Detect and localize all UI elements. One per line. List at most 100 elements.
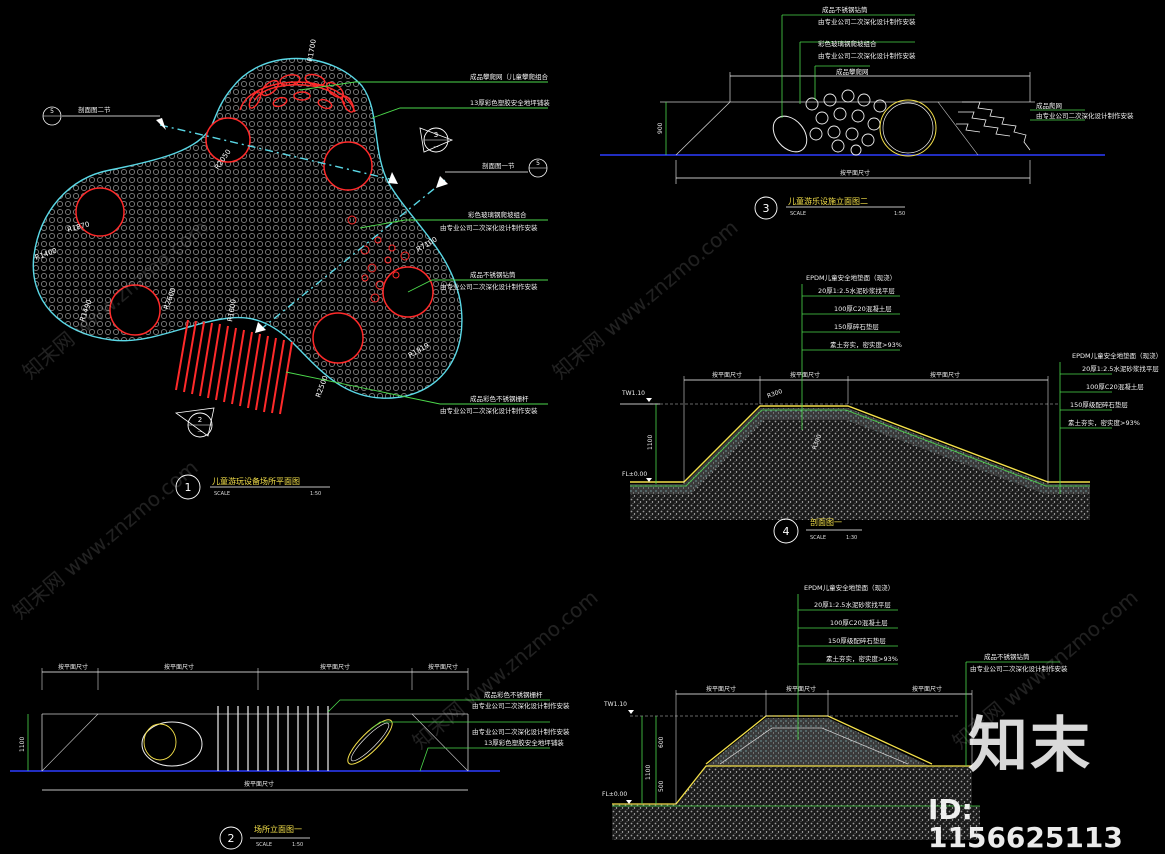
layer-note: EPDM儿童安全地垫面（现浇）	[804, 583, 894, 592]
plan-note: 13厚彩色塑胶安全地坪铺装	[470, 98, 550, 107]
tube-holes	[75, 117, 434, 364]
parallel-bars	[175, 319, 293, 415]
tube-hole	[75, 187, 125, 237]
layer-note: 20厚1:2.5水泥砂浆找平层	[1082, 364, 1159, 373]
section5-note: 成品不锈钢钻筒	[984, 652, 1030, 661]
watermark-text: 知末网 www.znzmo.com	[8, 455, 203, 624]
scale-value: 1:30	[846, 535, 857, 541]
section4-dim: 按平面尺寸	[712, 371, 742, 379]
scale-value: 1:50	[310, 491, 321, 497]
layer-note: 100厚C20混凝土层	[1086, 382, 1144, 391]
drawing-title: 场所立面图一	[254, 824, 302, 834]
drawing-number: 2	[228, 832, 235, 845]
plan-drawing-1: 5 剖面图二节 5 剖面图一节 3 — 2 — R170	[32, 39, 550, 500]
elev2-dim: 按平面尺寸	[58, 663, 88, 671]
drawing-title-1: 1 儿童游玩设备场所平面图 SCALE 1:50	[175, 474, 330, 500]
scale-label: SCALE	[256, 842, 272, 848]
brand-watermark: 知末	[968, 711, 1092, 781]
section5-height: 600	[658, 736, 665, 748]
plan-note: 成品彩色不锈钢栅杆	[470, 394, 529, 403]
scale-label: SCALE	[810, 535, 826, 541]
drawing-title: 剖面图一	[810, 517, 842, 527]
elev3-note: 由专业公司二次深化设计制作安装	[818, 17, 916, 26]
section-mark-number: 5	[536, 160, 540, 167]
height-dim: 900	[657, 122, 664, 134]
plan-note: 彩色玻璃钢爬坡组合	[468, 210, 527, 219]
elev2-dim: 按平面尺寸	[428, 663, 458, 671]
tw-level: TW1.10	[603, 701, 627, 708]
section4-dim: 按平面尺寸	[790, 371, 820, 379]
section4-dim: 按平面尺寸	[930, 371, 960, 379]
section5-dim: 按平面尺寸	[706, 685, 736, 693]
layer-note: 20厚1:2.5水泥砂浆找平层	[814, 600, 891, 609]
section5-height: 1100	[645, 765, 652, 780]
elev3-note: 成品攀爬网	[836, 67, 869, 76]
tube-hole	[205, 117, 251, 163]
tube-hole	[109, 284, 161, 336]
climbing-holds	[347, 215, 410, 303]
layer-note: 素土夯实，密实度>93%	[830, 340, 902, 349]
layer-note: EPDM儿童安全地垫面（现浇）	[1072, 351, 1162, 360]
scale-value: 1:50	[894, 211, 905, 217]
elev2-bottom-dim: 按平面尺寸	[244, 780, 274, 788]
fl-level: FL±0.00	[602, 791, 627, 798]
drawing-number: 3	[763, 202, 770, 215]
layer-note: 150厚级配碎石垫层	[1070, 400, 1128, 409]
elev3-note: 彩色玻璃钢爬坡组合	[818, 39, 877, 48]
plan-note: 成品不锈钢钻筒	[470, 270, 516, 279]
drawing-title-2: 2 场所立面图一 SCALE 1:50	[219, 824, 310, 850]
climbing-net	[239, 73, 356, 113]
section4-height: 1100	[647, 435, 654, 450]
section5-dim: 按平面尺寸	[912, 685, 942, 693]
layer-note: 100厚C20混凝土层	[830, 618, 888, 627]
section-line-a	[159, 124, 395, 181]
elev2-note: 由专业公司二次深化设计制作安装	[472, 701, 570, 710]
elevation-drawing-2: 按平面尺寸 按平面尺寸 按平面尺寸 按平面尺寸 按平面尺寸 1100 成品彩色不…	[10, 663, 570, 850]
watermark-text: 知末网 www.znzmo.com	[548, 215, 743, 384]
plan-note: 成品攀爬网（儿童攀爬组合	[470, 72, 549, 81]
section-drawing-4: 按平面尺寸 按平面尺寸 按平面尺寸 1100 TW1.10 FL±0.00 R3…	[620, 273, 1162, 544]
elev2-dim: 按平面尺寸	[164, 663, 194, 671]
elev2-note: 由专业公司二次深化设计制作安装	[472, 727, 570, 736]
elev3-note: 成品不锈钢钻筒	[822, 5, 868, 14]
layer-note: 素土夯实，密实度>93%	[1068, 418, 1140, 427]
elev2-height: 1100	[19, 737, 26, 752]
svg-text:—: —	[198, 429, 203, 435]
section5-note: 由专业公司二次深化设计制作安装	[970, 664, 1068, 673]
drawing-title-3: 3 儿童游乐设施立面图二 SCALE 1:50	[754, 196, 905, 220]
section-mark-number: 5	[50, 108, 54, 115]
section-line-b	[259, 179, 446, 331]
drawing-number: 4	[783, 525, 790, 538]
radius-label: R1600	[226, 299, 238, 323]
radius-label: R300	[766, 388, 783, 400]
drawing-title: 儿童游乐设施立面图二	[788, 196, 868, 206]
tube-hole	[323, 141, 373, 191]
elev3-note: 由专业公司二次深化设计制作安装	[818, 51, 916, 60]
layer-note: 150厚碎石垫层	[834, 322, 879, 331]
layer-note: 素土夯实，密实度>93%	[826, 654, 898, 663]
elev2-note: 成品彩色不锈钢栅杆	[484, 690, 543, 699]
image-id-label: ID: 1156625113	[928, 793, 1123, 854]
svg-text:—: —	[434, 144, 439, 150]
drawing-number: 1	[185, 481, 192, 494]
radius-label: R1700	[306, 39, 318, 63]
section-mark-label: 剖面图一节	[482, 161, 515, 170]
section-mark-label: 剖面图二节	[78, 105, 111, 114]
elev3-note: 由专业公司二次深化设计制作安装	[1036, 111, 1134, 120]
elevation-mark-number: 3	[434, 131, 438, 139]
elevation-mark-3: 3 —	[419, 127, 454, 153]
drawing-title: 儿童游玩设备场所平面图	[212, 476, 300, 486]
radius-label: R300	[811, 433, 823, 450]
drawing-title-4: 4 剖面图一 SCALE 1:30	[773, 517, 862, 544]
elev3-note: 成品爬网	[1036, 101, 1062, 110]
layer-note: 150厚级配碎石垫层	[828, 636, 886, 645]
elev2-dim: 按平面尺寸	[320, 663, 350, 671]
section5-height: 500	[658, 780, 665, 792]
plan-note: 由专业公司二次深化设计制作安装	[440, 406, 538, 415]
plan-note: 由专业公司二次深化设计制作安装	[440, 223, 538, 232]
layer-note: 100厚C20混凝土层	[834, 304, 892, 313]
section5-dim: 按平面尺寸	[786, 685, 816, 693]
layer-note: 20厚1:2.5水泥砂浆找平层	[818, 286, 895, 295]
scale-label: SCALE	[214, 491, 230, 497]
